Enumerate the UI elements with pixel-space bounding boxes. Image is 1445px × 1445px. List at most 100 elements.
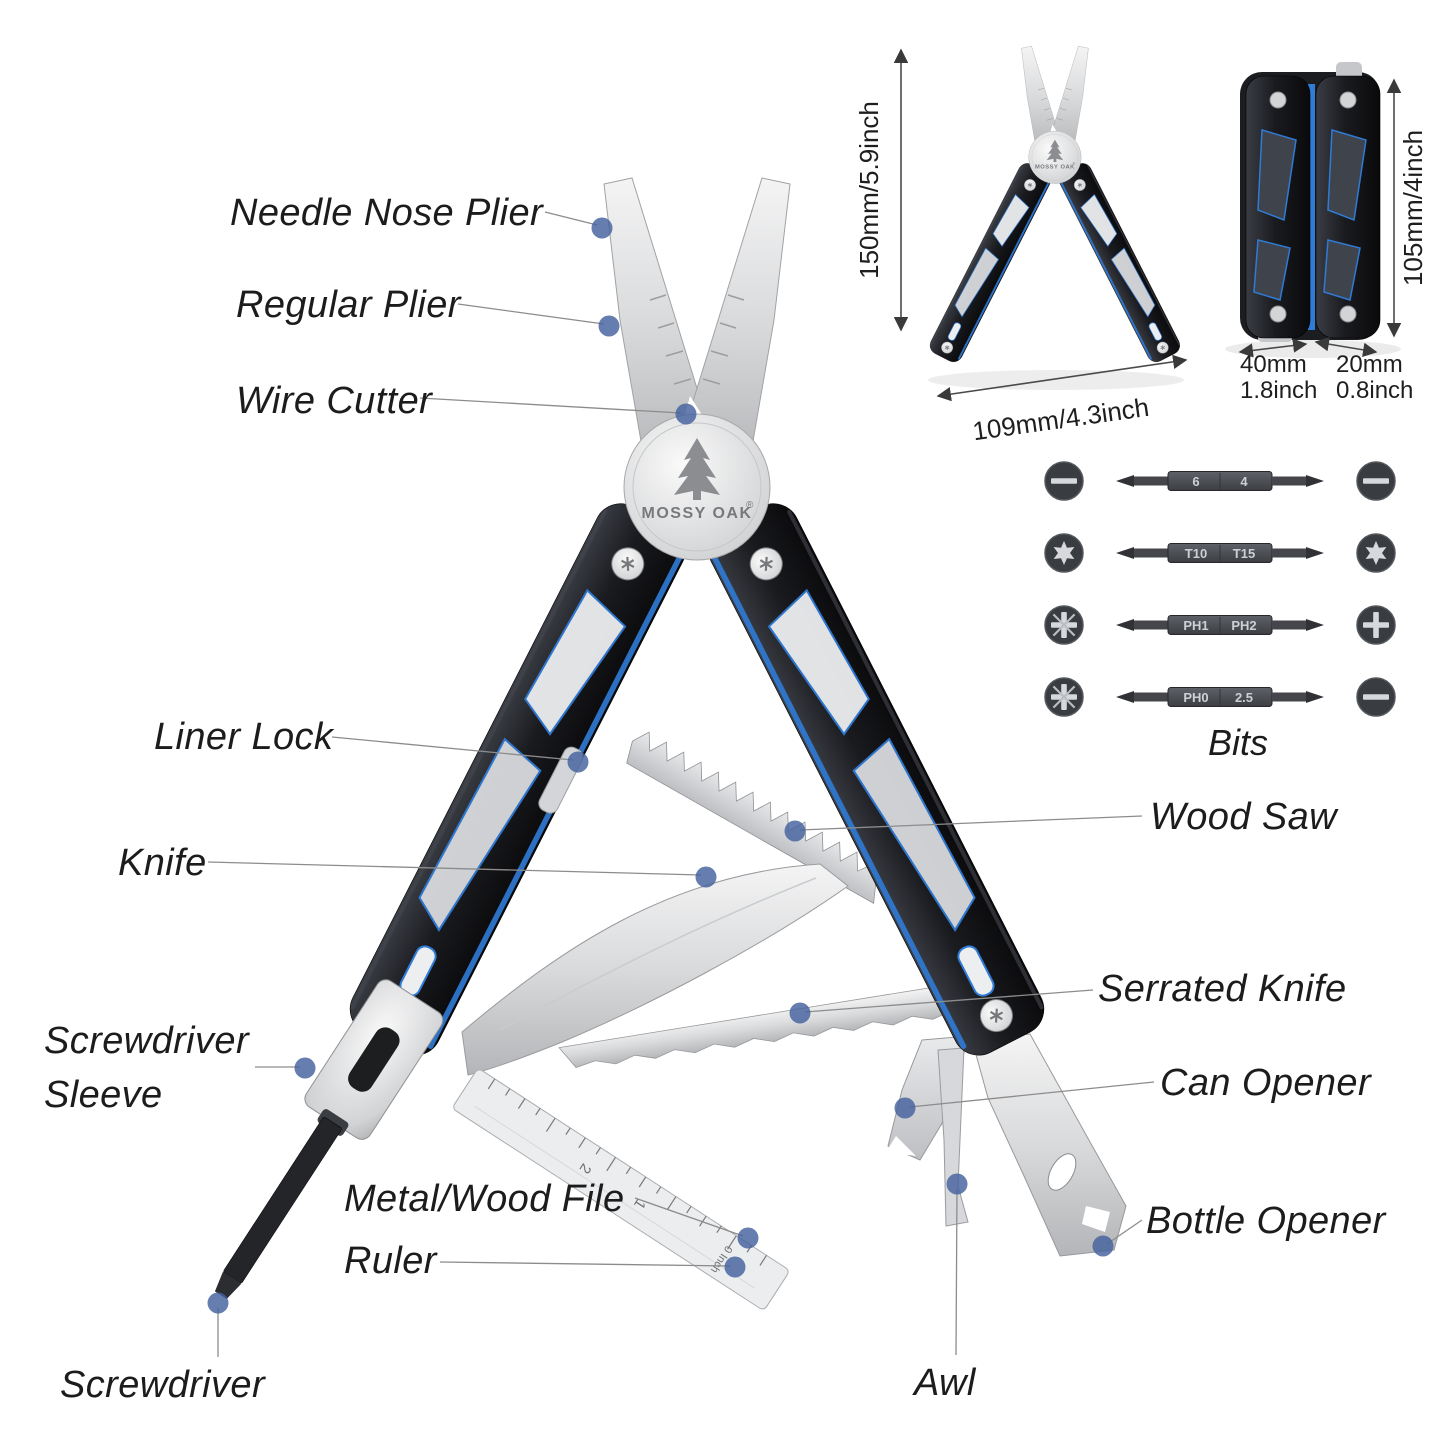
label-knife: Knife bbox=[118, 842, 207, 884]
file-ruler: 2 1 0 Inch bbox=[453, 1069, 789, 1310]
right-handle bbox=[708, 503, 1045, 1056]
leader-line bbox=[634, 1197, 744, 1237]
anchor-dot bbox=[1092, 1235, 1114, 1257]
dim-closed-thickness-inch: 0.8inch bbox=[1336, 377, 1413, 404]
bit-marking: PH0 bbox=[1183, 690, 1208, 705]
knife-ridge bbox=[499, 877, 817, 1031]
bits-section-label: Bits bbox=[1208, 722, 1269, 763]
torx-bit-icon bbox=[1044, 533, 1084, 573]
anchor-dot bbox=[894, 1097, 916, 1119]
double-ended-bit: PH1 PH2 bbox=[1116, 615, 1324, 635]
leader-line bbox=[1106, 1219, 1143, 1245]
double-ended-bit: 6 4 bbox=[1116, 471, 1324, 491]
dimension-annotations bbox=[893, 48, 1402, 402]
closed-multitool-photo bbox=[1225, 62, 1401, 358]
anchor-dot bbox=[591, 217, 613, 239]
registered-mark: ® bbox=[746, 500, 754, 511]
label-wire-cutter: Wire Cutter bbox=[236, 380, 433, 422]
label-screwdriver: Screwdriver bbox=[60, 1364, 265, 1406]
wood-saw-blade bbox=[626, 731, 877, 905]
dim-closed-width-inch: 1.8inch bbox=[1240, 377, 1317, 404]
dimension-texts: 150mm/5.9inch 109mm/4.3inch 105mm/4inch … bbox=[854, 101, 1428, 446]
label-regular-plier: Regular Plier bbox=[236, 284, 461, 326]
label-ruler: Ruler bbox=[344, 1240, 437, 1282]
label-awl: Awl bbox=[914, 1362, 976, 1404]
label-needle-nose-plier: Needle Nose Plier bbox=[230, 192, 544, 234]
bit-marking: 6 bbox=[1192, 474, 1199, 489]
bit-marking: T15 bbox=[1233, 546, 1255, 561]
serrated-knife-blade bbox=[558, 985, 955, 1068]
dim-closed-width-mm: 40mm bbox=[1240, 351, 1307, 378]
anchor-dot bbox=[675, 403, 697, 425]
anchor-dot bbox=[946, 1173, 968, 1195]
label-metal-wood-file: Metal/Wood File bbox=[344, 1178, 625, 1220]
leader-line bbox=[544, 211, 598, 226]
label-screwdriver-sleeve-line1: Screwdriver bbox=[44, 1020, 249, 1062]
anchor-dot bbox=[784, 820, 806, 842]
anchor-dot bbox=[724, 1256, 746, 1278]
pozidriv-bit-icon bbox=[1044, 677, 1084, 717]
bit-marking: 2.5 bbox=[1235, 690, 1253, 705]
dim-line-open-length bbox=[936, 354, 1188, 402]
leader-line bbox=[799, 815, 1143, 831]
anchor-dots bbox=[207, 217, 1114, 1314]
bit-marking: PH1 bbox=[1183, 618, 1208, 633]
anchor-dot bbox=[598, 315, 620, 337]
slotted-bit-icon bbox=[1356, 461, 1396, 501]
leader-line bbox=[419, 397, 682, 414]
leader-line bbox=[331, 736, 574, 761]
fanned-tools: 2 1 0 Inch bbox=[453, 731, 1127, 1310]
anchor-dot bbox=[789, 1002, 811, 1024]
double-ended-bit: PH0 2.5 bbox=[1116, 687, 1324, 707]
phillips-bit-icon bbox=[1356, 605, 1396, 645]
anchor-dot bbox=[695, 866, 717, 888]
bottle-opener-tool bbox=[971, 1033, 1127, 1257]
awl-tool bbox=[937, 1047, 969, 1227]
bit-row: PH1 PH2 bbox=[1042, 602, 1398, 648]
label-screwdriver-sleeve-line2: Sleeve bbox=[44, 1074, 163, 1116]
open-multitool-photo bbox=[926, 45, 1184, 366]
dim-open-height: 150mm/5.9inch bbox=[854, 101, 884, 279]
label-serrated-knife: Serrated Knife bbox=[1098, 968, 1347, 1010]
anchor-dot bbox=[567, 751, 589, 773]
bit-row: 6 4 bbox=[1042, 458, 1398, 504]
screwdriver-sleeve-tool bbox=[214, 979, 444, 1300]
blue-liner bbox=[708, 549, 967, 1049]
pivot-plate: MOSSY OAK ® bbox=[623, 413, 771, 561]
dim-closed-thickness-mm: 20mm bbox=[1336, 351, 1403, 378]
knife-blade bbox=[461, 863, 849, 1076]
leader-lines bbox=[207, 211, 1155, 1357]
bits-panel: 6 4 T10 T15 bbox=[1042, 458, 1398, 720]
label-liner-lock: Liner Lock bbox=[154, 716, 334, 758]
leader-line bbox=[955, 1188, 958, 1356]
anchor-dot bbox=[294, 1057, 316, 1079]
mossy-oak-logo: MOSSY OAK ® bbox=[642, 438, 754, 522]
slotted-bit-icon bbox=[1044, 461, 1084, 501]
leader-line bbox=[457, 303, 605, 325]
anchor-dot bbox=[737, 1227, 759, 1249]
label-can-opener: Can Opener bbox=[1160, 1062, 1372, 1104]
dim-line-closed-width bbox=[1238, 338, 1308, 358]
label-bottle-opener: Bottle Opener bbox=[1146, 1200, 1386, 1242]
bit-marking: 4 bbox=[1240, 474, 1248, 489]
double-ended-bit: T10 T15 bbox=[1116, 543, 1324, 563]
handle-screw bbox=[979, 999, 1013, 1033]
leader-line bbox=[909, 1081, 1155, 1108]
open-multitool: MOSSY OAK ® bbox=[349, 177, 1045, 1056]
slotted-bit-icon bbox=[1356, 677, 1396, 717]
bit-marking: T10 bbox=[1185, 546, 1207, 561]
bit-row: T10 T15 bbox=[1042, 530, 1398, 576]
leader-line bbox=[439, 1261, 731, 1267]
leader-line bbox=[207, 861, 702, 876]
pozidriv-bit-icon bbox=[1044, 605, 1084, 645]
handle-screw bbox=[611, 547, 645, 581]
leader-line bbox=[804, 989, 1094, 1013]
dim-closed-height: 105mm/4inch bbox=[1398, 130, 1428, 286]
torx-bit-icon bbox=[1356, 533, 1396, 573]
dim-open-length: 109mm/4.3inch bbox=[971, 392, 1151, 446]
dim-line-closed-thickness bbox=[1314, 337, 1378, 357]
brand-logo-text: MOSSY OAK bbox=[642, 505, 753, 522]
anchor-dot bbox=[207, 1292, 229, 1314]
